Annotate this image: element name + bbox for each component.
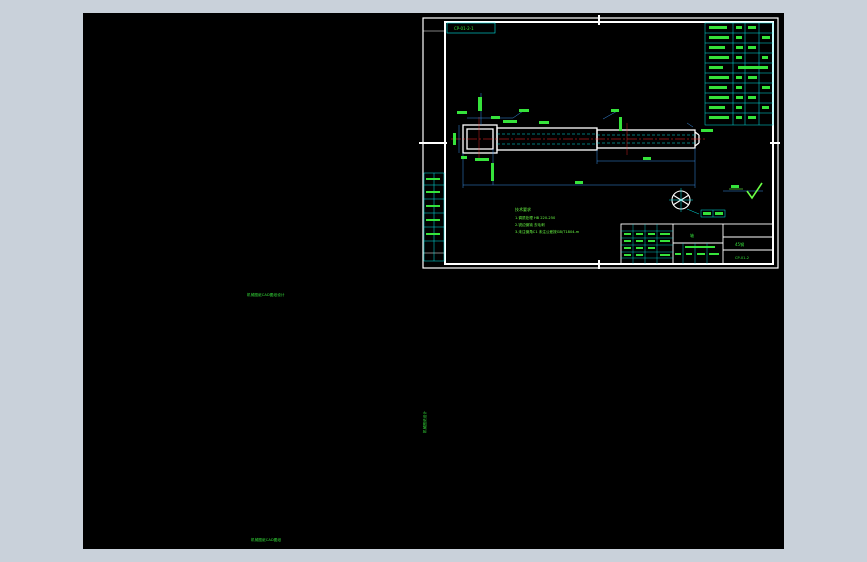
stray-label-left: 机械图纸CAD图纸设计: [247, 293, 285, 297]
cad-viewport[interactable]: CP-01-2-1: [83, 13, 784, 549]
roughness-symbol: [746, 182, 763, 200]
side-revision-table: [423, 172, 445, 262]
tech-requirements-title: 技术要求: [515, 206, 531, 212]
stray-label-bottom: 机械图纸CAD图纸: [251, 538, 282, 542]
tech-note-2: 2.锐边倒钝 去毛刺: [515, 222, 545, 227]
drawing-code-box: [446, 22, 496, 34]
title-block-material: 45钢: [735, 241, 744, 247]
tech-note-1: 1.调质处理 HB 220-250: [515, 215, 556, 220]
stray-label-vertical: 机械图纸设计: [423, 410, 427, 433]
tech-note-3: 3.未注倒角C1 未注公差按GB/T1804-m: [515, 229, 580, 234]
dimension-label-blocks: [453, 97, 713, 184]
sheet-outer-border: [422, 17, 779, 269]
parameter-table: [704, 22, 774, 126]
title-block-drawing-no: CP-01-2: [735, 256, 749, 260]
drawing-sheet: CP-01-2-1: [419, 15, 780, 269]
parameter-table-text: [709, 26, 770, 119]
shaft-hidden-lines: [497, 133, 695, 145]
title-block-part-name: 轴: [690, 232, 694, 238]
title-block: [620, 223, 774, 265]
drawing-code-text: CP-01-2-1: [454, 26, 474, 31]
